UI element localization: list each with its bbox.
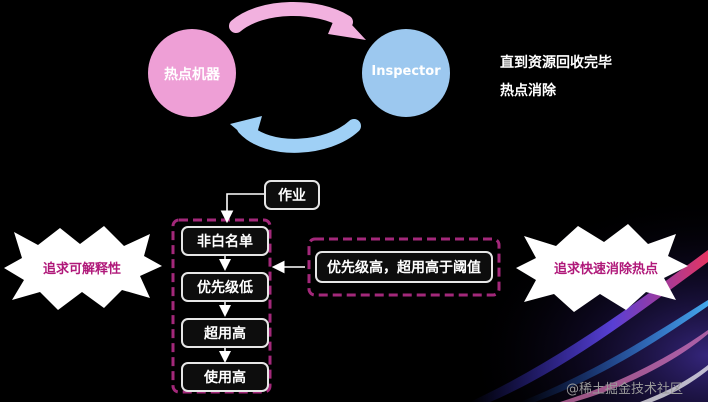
hot-machine-circle <box>148 29 236 117</box>
step-high-usage: 使用高 <box>181 362 269 392</box>
pink-cycle-arrow <box>229 2 353 33</box>
left-burst-shape <box>4 226 162 310</box>
pink-arrowhead <box>328 10 366 40</box>
inspector-circle <box>362 29 450 117</box>
right-burst-shape <box>516 224 688 312</box>
condition-dashed-frame <box>307 237 501 297</box>
inspector-label: Inspector <box>371 64 441 79</box>
step-non-whitelist: 非白名单 <box>181 226 269 256</box>
job-to-steps-arrow <box>220 193 264 224</box>
step-high-overuse: 超用高 <box>181 318 269 348</box>
step-low-priority: 优先级低 <box>181 272 269 302</box>
blue-cycle-arrow <box>237 119 361 153</box>
explainability-label: 追求可解释性 <box>42 262 121 277</box>
fast-removal-label: 追求快速消除热点 <box>553 262 658 277</box>
job-node: 作业 <box>264 180 320 210</box>
blue-arrowhead <box>230 116 262 144</box>
watermark: @稀土掘金技术社区 <box>566 382 684 397</box>
hot-machine-label: 热点机器 <box>164 67 220 83</box>
note-line-1: 直到资源回收完毕 <box>500 55 612 71</box>
note-line-2: 热点消除 <box>500 83 556 99</box>
condition-node: 优先级高，超用高于阈值 <box>315 251 493 283</box>
